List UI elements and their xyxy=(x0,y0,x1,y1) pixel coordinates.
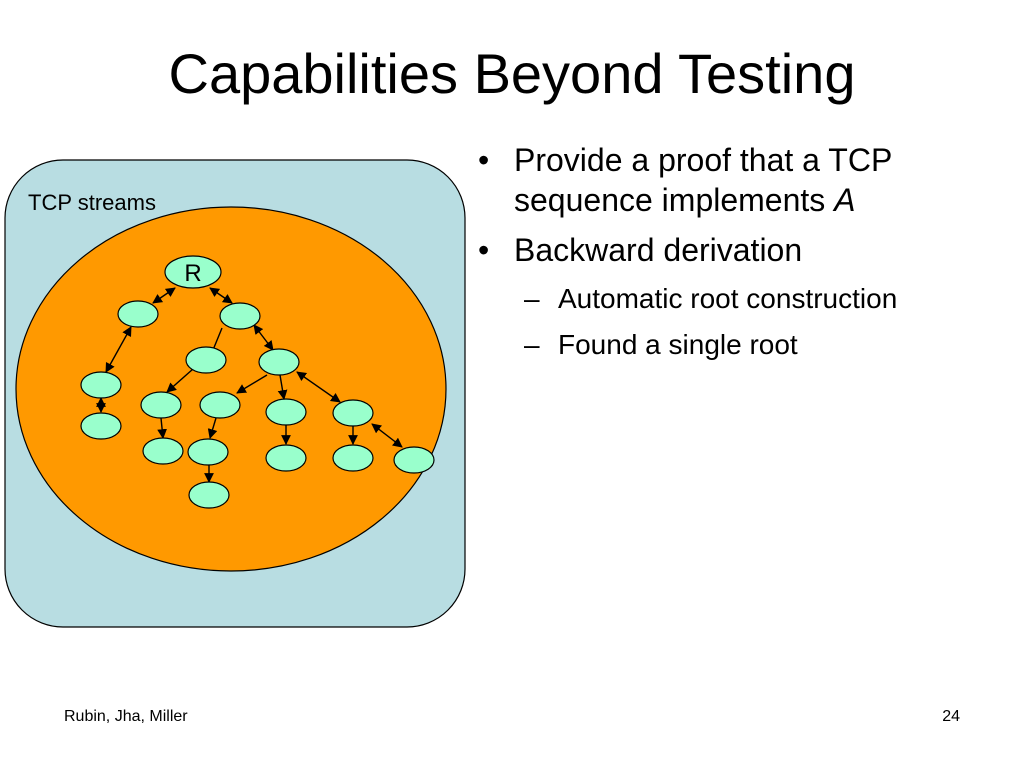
tree-node xyxy=(332,399,374,427)
bullet-item: • Backward derivation xyxy=(476,230,1016,270)
bullet-item: • Provide a proof that a TCP sequence im… xyxy=(476,140,1016,220)
tree-node xyxy=(188,481,230,509)
tree-node xyxy=(80,412,122,440)
slide-title: Capabilities Beyond Testing xyxy=(168,42,856,105)
tree-node xyxy=(265,444,307,472)
bullet-italic-term: A xyxy=(834,182,856,218)
bullet-dot: • xyxy=(478,232,490,268)
edge xyxy=(253,324,274,351)
edge xyxy=(371,423,403,448)
edge xyxy=(212,327,223,351)
tcp-streams-label: TCP streams xyxy=(28,190,156,215)
page-number: 24 xyxy=(942,708,960,725)
tree-node xyxy=(142,437,184,465)
subbullet-dash: – xyxy=(524,329,540,360)
edge xyxy=(236,374,268,394)
footer-authors: Rubin, Jha, Miller xyxy=(64,708,188,725)
tree-node xyxy=(140,391,182,419)
tree-node xyxy=(187,438,229,466)
edge xyxy=(157,417,167,439)
edge xyxy=(209,287,233,304)
edge xyxy=(296,371,341,403)
bullet-line: sequence implements xyxy=(514,182,835,218)
bullet-dot: • xyxy=(478,142,490,178)
subbullet-text: Found a single root xyxy=(558,329,798,360)
root-node xyxy=(164,255,222,289)
implementation-region xyxy=(15,206,447,572)
derivation-edges xyxy=(96,287,403,483)
tree-node xyxy=(265,398,307,426)
bullet-list: • Provide a proof that a TCP sequence im… xyxy=(476,140,1016,362)
bullet-line: Provide a proof that a TCP xyxy=(514,142,893,178)
edge xyxy=(277,374,288,400)
root-node-label: R xyxy=(184,260,201,287)
tree-node xyxy=(199,391,241,419)
edge xyxy=(152,287,176,304)
subbullet-dash: – xyxy=(524,283,540,314)
tree-node xyxy=(185,346,227,374)
tree-node xyxy=(117,300,159,328)
derivation-nodes xyxy=(80,255,435,509)
bullet-line: Backward derivation xyxy=(514,232,803,268)
subbullet-item: – Automatic root construction xyxy=(476,282,1016,316)
tree-node xyxy=(393,446,435,474)
tree-node xyxy=(219,302,261,330)
tree-node xyxy=(80,371,122,399)
subbullet-item: – Found a single root xyxy=(476,328,1016,362)
subbullet-text: Automatic root construction xyxy=(558,283,898,314)
edge xyxy=(166,368,194,393)
edge xyxy=(105,326,132,373)
edge xyxy=(207,417,218,439)
tree-node xyxy=(332,444,374,472)
tree-node xyxy=(258,348,300,376)
